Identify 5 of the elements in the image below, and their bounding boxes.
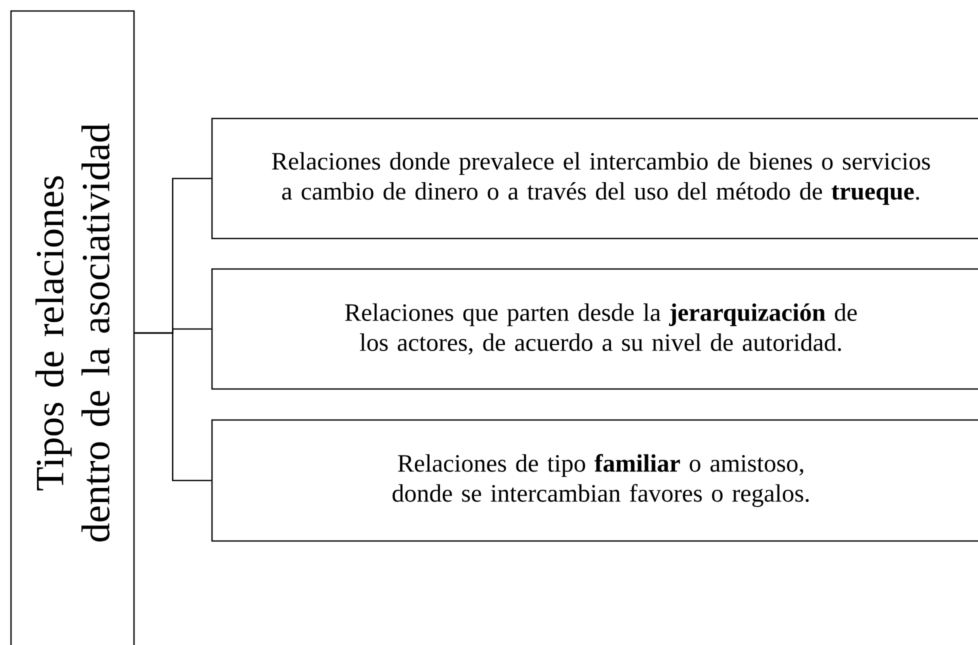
text-box: Relaciones donde prevalece el intercambio de bienes o servicios a cambio de dinero o a través del uso del método de trueque. <box>211 118 978 240</box>
title-box: Tipos de relaciones dentro de la asociatividad <box>10 10 135 645</box>
text-box: Relaciones de tipo familiar o amistoso, donde se intercambian favores o regalos. <box>211 419 978 542</box>
connector-line <box>134 332 212 482</box>
text-box: Relaciones que parten desde la jerarquización de los actores, de acuerdo a su nivel de autoridad. <box>211 268 978 390</box>
